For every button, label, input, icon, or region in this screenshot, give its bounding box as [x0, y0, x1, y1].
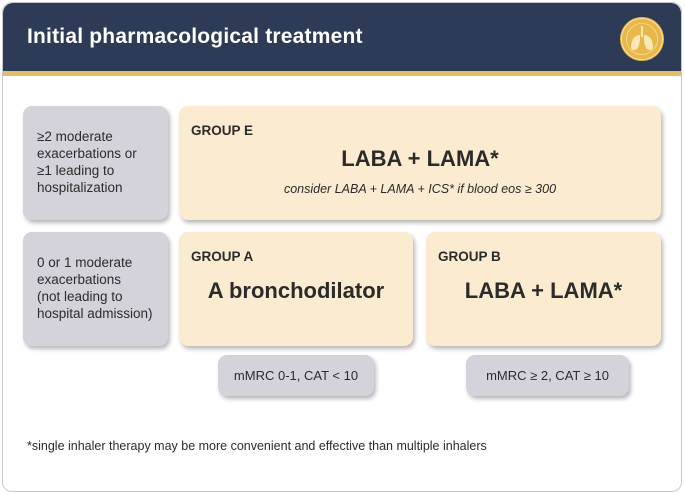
row-label-low-exacerbations: 0 or 1 moderate exacerbations (not leadi… [23, 232, 168, 346]
group-b-label: GROUP B [438, 249, 501, 264]
lungs-seal-icon [620, 17, 664, 61]
group-b-treatment: LABA + LAMA* [464, 278, 623, 303]
symptom-low-text: mMRC 0-1, CAT < 10 [233, 368, 359, 383]
group-e-box: GROUP E LABA + LAMA* consider LABA + LAM… [179, 106, 661, 220]
row-label-low-text: 0 or 1 moderate exacerbations (not leadi… [37, 255, 153, 321]
group-e-note: consider LABA + LAMA + ICS* if blood eos… [283, 182, 557, 196]
group-e-treatment: LABA + LAMA* [341, 146, 499, 171]
group-a-label: GROUP A [191, 249, 254, 264]
symptom-high-text: mMRC ≥ 2, CAT ≥ 10 [486, 368, 609, 383]
header-rule [3, 71, 681, 76]
group-a-treatment: A bronchodilator [207, 278, 385, 303]
group-a-box: GROUP A A bronchodilator [179, 232, 413, 346]
row-label-high-text: ≥2 moderate exacerbations or ≥1 leading … [37, 129, 137, 195]
group-b-box: GROUP B LABA + LAMA* [426, 232, 661, 346]
group-e-label: GROUP E [191, 123, 254, 138]
row-label-high-exacerbations: ≥2 moderate exacerbations or ≥1 leading … [23, 106, 168, 220]
header-bar: Initial pharmacological treatment [3, 3, 681, 71]
page-title: Initial pharmacological treatment [27, 25, 363, 48]
symptom-low-pill: mMRC 0-1, CAT < 10 [218, 355, 374, 396]
footnote: *single inhaler therapy may be more conv… [27, 439, 487, 453]
symptom-high-pill: mMRC ≥ 2, CAT ≥ 10 [466, 355, 629, 396]
